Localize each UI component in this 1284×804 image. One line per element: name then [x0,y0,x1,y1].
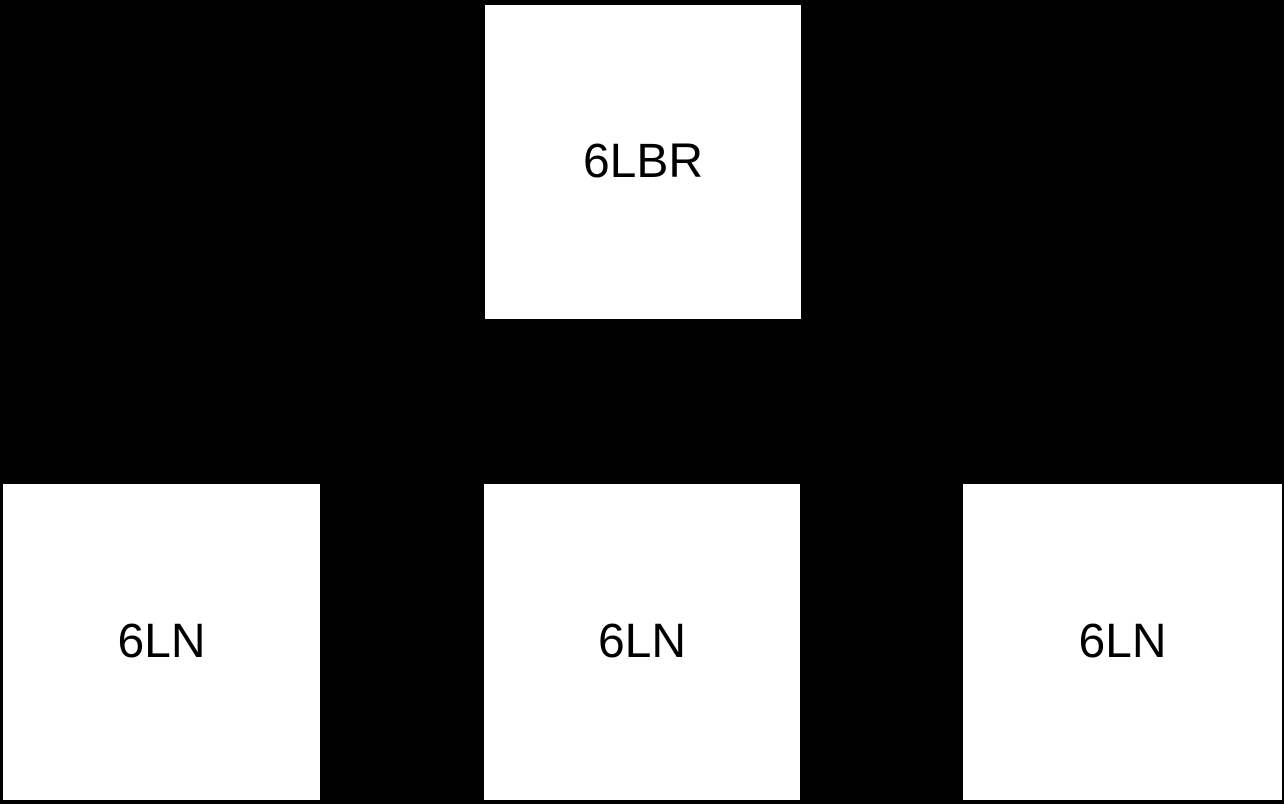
node-6ln-left-label: 6LN [117,615,206,668]
node-6lbr-label: 6LBR [582,135,704,188]
node-6ln-left[interactable]: 6LN [3,484,320,800]
node-6ln-right-label: 6LN [1078,615,1167,668]
node-6ln-center-label: 6LN [597,615,687,668]
node-6ln-right[interactable]: 6LN [963,484,1282,800]
node-6lbr[interactable]: 6LBR [485,5,801,319]
node-6ln-center[interactable]: 6LN [484,484,800,800]
